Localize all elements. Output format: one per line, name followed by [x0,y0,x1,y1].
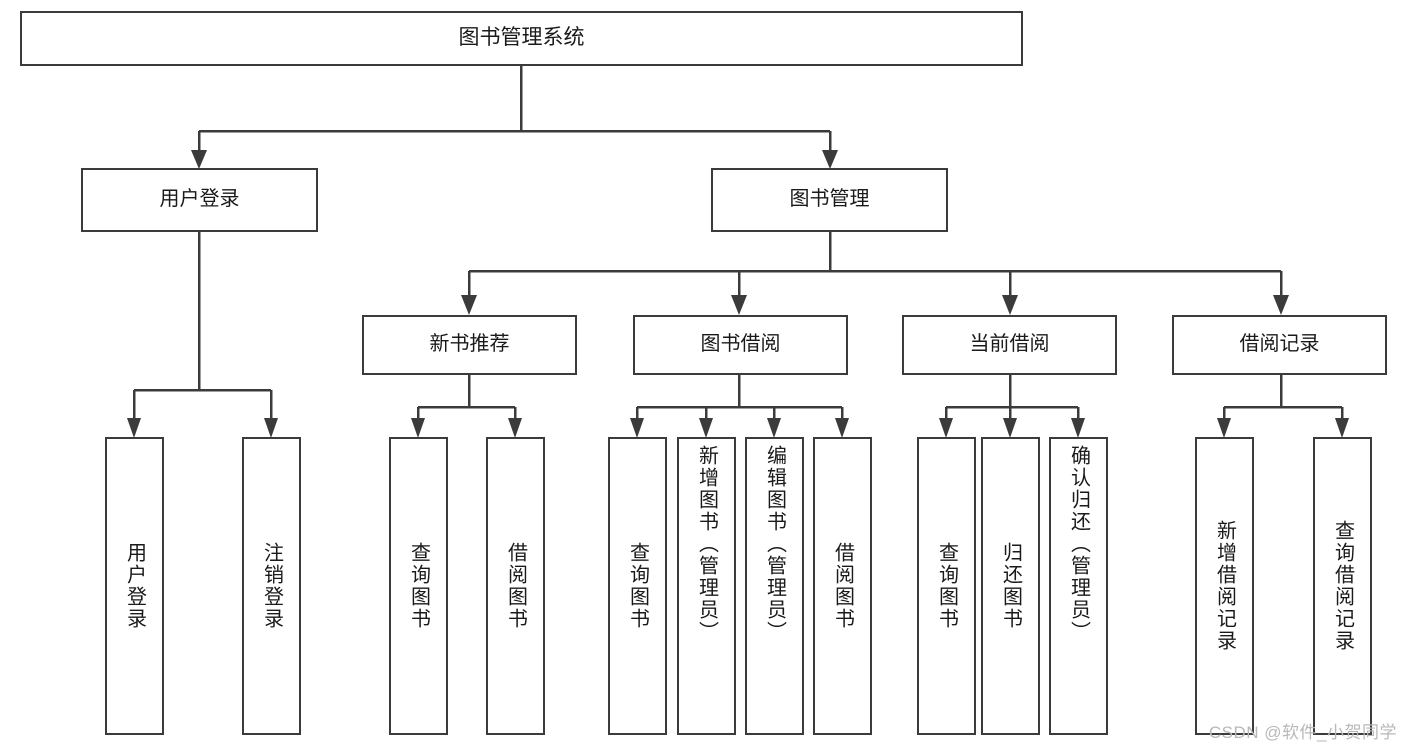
arrowhead-leaf-query-book-1 [411,418,425,438]
node-book-manage-label: 图书管理 [789,188,870,211]
node-user-login[interactable]: 用户登录 [81,168,318,232]
node-leaf-query-book-3-label: 查询图书 [935,542,958,630]
node-leaf-query-book-1[interactable]: 查询图书 [389,437,448,735]
arrowhead-newbook [461,295,477,315]
node-leaf-borrow-book-1-label: 借阅图书 [504,542,527,630]
node-leaf-edit-book-label: 编辑图书（管理员） [763,445,786,643]
node-leaf-user-logout[interactable]: 注销登录 [242,437,301,735]
arrowhead-user-login [191,150,207,169]
node-leaf-query-book-3[interactable]: 查询图书 [917,437,976,735]
node-new-book-rec-label: 新书推荐 [429,333,510,356]
node-leaf-confirm-return[interactable]: 确认归还（管理员） [1049,437,1108,735]
node-current-borrow-label: 当前借阅 [969,333,1050,356]
node-borrow-record-label: 借阅记录 [1239,333,1320,356]
node-leaf-user-login[interactable]: 用户登录 [105,437,164,735]
arrowhead-leaf-edit-book [767,418,781,438]
node-root-label: 图书管理系统 [458,26,585,50]
arrowhead-leaf-add-book [699,418,713,438]
node-root-system[interactable]: 图书管理系统 [20,11,1023,66]
arrowhead-record [1273,295,1289,315]
node-leaf-add-book[interactable]: 新增图书（管理员） [677,437,736,735]
node-leaf-return-book-label: 归还图书 [999,542,1022,630]
arrowhead-leaf-query-record [1335,418,1349,438]
node-borrow-record[interactable]: 借阅记录 [1172,315,1387,375]
arrowhead-leaf-add-record [1217,418,1231,438]
node-new-book-rec[interactable]: 新书推荐 [362,315,577,375]
node-leaf-borrow-book-2[interactable]: 借阅图书 [813,437,872,735]
arrowhead-leaf-user-login [127,418,141,438]
node-book-manage[interactable]: 图书管理 [711,168,948,232]
node-leaf-borrow-book-1[interactable]: 借阅图书 [486,437,545,735]
arrowhead-leaf-borrow-book-1 [508,418,522,438]
arrowhead-leaf-borrow-book-2 [835,418,849,438]
node-user-login-label: 用户登录 [159,188,240,211]
node-leaf-edit-book[interactable]: 编辑图书（管理员） [745,437,804,735]
node-leaf-add-record[interactable]: 新增借阅记录 [1195,437,1254,735]
node-leaf-query-book-2-label: 查询图书 [626,542,649,630]
node-leaf-add-record-label: 新增借阅记录 [1213,520,1236,652]
node-leaf-user-logout-label: 注销登录 [260,542,283,630]
arrowhead-current [1002,295,1018,315]
node-leaf-query-book-2[interactable]: 查询图书 [608,437,667,735]
csdn-watermark: CSDN @软件_小贺同学 [1208,723,1397,742]
node-leaf-query-record[interactable]: 查询借阅记录 [1313,437,1372,735]
arrowheads [127,150,1349,438]
node-current-borrow[interactable]: 当前借阅 [902,315,1117,375]
node-leaf-borrow-book-2-label: 借阅图书 [831,542,854,630]
node-book-borrow[interactable]: 图书借阅 [633,315,848,375]
arrowhead-borrow [731,295,747,315]
arrowhead-leaf-user-logout [264,418,278,438]
arrowhead-leaf-confirm-return [1071,418,1085,438]
node-leaf-user-login-label: 用户登录 [123,542,146,630]
node-leaf-confirm-return-label: 确认归还（管理员） [1067,445,1090,643]
node-book-borrow-label: 图书借阅 [700,333,781,356]
node-leaf-return-book[interactable]: 归还图书 [981,437,1040,735]
node-leaf-add-book-label: 新增图书（管理员） [695,445,718,643]
arrowhead-leaf-query-book-2 [630,418,644,438]
arrowhead-leaf-return-book [1003,418,1017,438]
arrowhead-book-manage [822,150,838,169]
node-leaf-query-book-1-label: 查询图书 [407,542,430,630]
node-leaf-query-record-label: 查询借阅记录 [1331,520,1354,652]
arrowhead-leaf-query-book-3 [939,418,953,438]
